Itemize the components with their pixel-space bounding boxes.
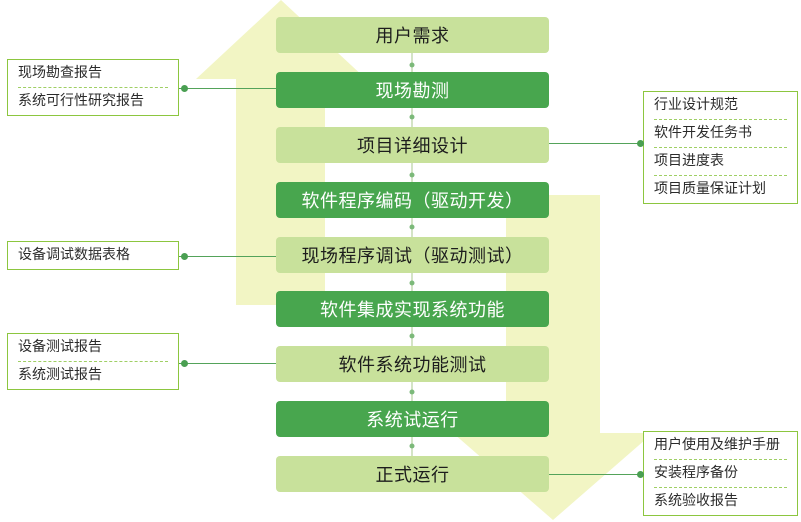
doc-box-operation: 用户使用及维护手册 安装程序备份 系统验收报告 (643, 431, 798, 516)
doc-box-test: 设备测试报告 系统测试报告 (7, 333, 179, 390)
connector-dot (637, 140, 644, 147)
doc-item: 用户使用及维护手册 (654, 437, 780, 453)
doc-item: 现场勘查报告 (18, 65, 102, 81)
step-system-function-test: 软件系统功能测试 (276, 346, 549, 382)
step-detailed-design: 项目详细设计 (276, 127, 549, 163)
doc-box-design: 行业设计规范 软件开发任务书 项目进度表 项目质量保证计划 (643, 91, 798, 204)
step-onsite-debugging: 现场程序调试（驱动测试） (276, 237, 549, 273)
doc-item: 设备测试报告 (18, 339, 102, 355)
connector (179, 363, 276, 364)
doc-item: 项目质量保证计划 (654, 175, 787, 203)
connector-dot (181, 360, 188, 367)
connector-dot (181, 85, 188, 92)
step-user-requirements: 用户需求 (276, 17, 549, 53)
step-site-survey: 现场勘测 (276, 72, 549, 108)
connector (179, 88, 276, 89)
doc-item: 项目进度表 (654, 147, 787, 175)
doc-item: 系统可行性研究报告 (18, 87, 168, 115)
connector-dot (637, 471, 644, 478)
doc-item: 行业设计规范 (654, 97, 738, 113)
step-formal-operation: 正式运行 (276, 456, 549, 492)
connector (549, 143, 643, 144)
down-arrow (453, 195, 653, 520)
connector (179, 256, 276, 257)
step-software-integration: 软件集成实现系统功能 (276, 291, 549, 327)
connector (549, 474, 643, 475)
doc-box-debug: 设备调试数据表格 (7, 241, 179, 270)
step-trial-run: 系统试运行 (276, 401, 549, 437)
doc-item: 安装程序备份 (654, 459, 787, 487)
connector-dot (181, 253, 188, 260)
doc-item: 设备调试数据表格 (18, 247, 130, 263)
doc-item: 系统测试报告 (18, 361, 168, 389)
doc-box-survey: 现场勘查报告 系统可行性研究报告 (7, 59, 179, 116)
doc-item: 软件开发任务书 (654, 119, 787, 147)
step-software-coding: 软件程序编码（驱动开发） (276, 182, 549, 218)
doc-item: 系统验收报告 (654, 487, 787, 515)
